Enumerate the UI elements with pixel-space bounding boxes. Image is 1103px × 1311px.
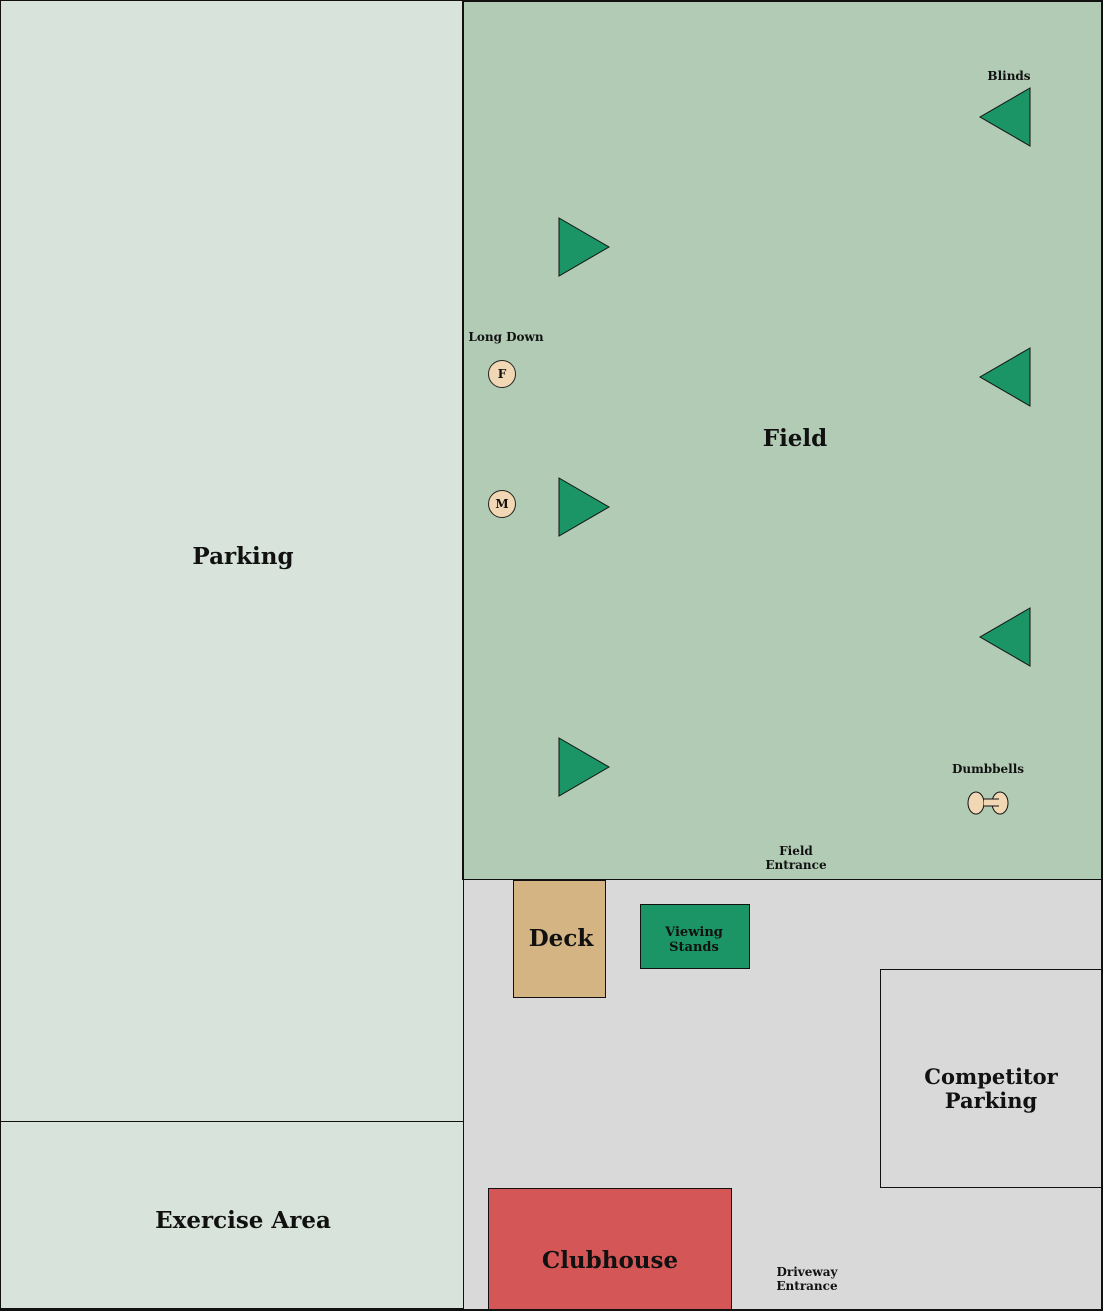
competitor-parking-label: Competitor Parking — [924, 1063, 1058, 1113]
field-zone — [462, 0, 1103, 880]
blind-icon — [558, 217, 610, 277]
blind-icon — [558, 477, 610, 537]
m-marker: M — [488, 490, 516, 518]
clubhouse-zone — [488, 1188, 732, 1311]
blinds-label: Blinds — [987, 69, 1031, 84]
long-down-label: Long Down — [468, 330, 544, 345]
f-marker: F — [488, 360, 516, 388]
clubhouse-label: Clubhouse — [541, 1246, 679, 1274]
viewing-stands-zone — [640, 904, 750, 969]
driveway-entrance-label: Driveway Entrance — [776, 1265, 838, 1293]
deck-label: Deck — [528, 924, 594, 952]
blinds-layer — [558, 87, 1031, 815]
parking-label: Parking — [192, 542, 294, 570]
dumbbell-icon — [967, 791, 1009, 815]
field-entrance-label: Field Entrance — [765, 844, 827, 872]
blind-icon — [979, 347, 1031, 407]
blind-icon — [979, 607, 1031, 667]
blind-icon — [558, 737, 610, 797]
exercise-area-label: Exercise Area — [155, 1206, 331, 1234]
parking-zone — [0, 0, 464, 1122]
blind-icon — [979, 87, 1031, 147]
viewing-stands-label: Viewing Stands — [665, 925, 723, 955]
exercise-area-zone — [0, 1121, 464, 1309]
deck-zone — [513, 880, 606, 998]
dumbbells-label: Dumbbells — [951, 762, 1025, 777]
field-label: Field — [762, 424, 828, 452]
